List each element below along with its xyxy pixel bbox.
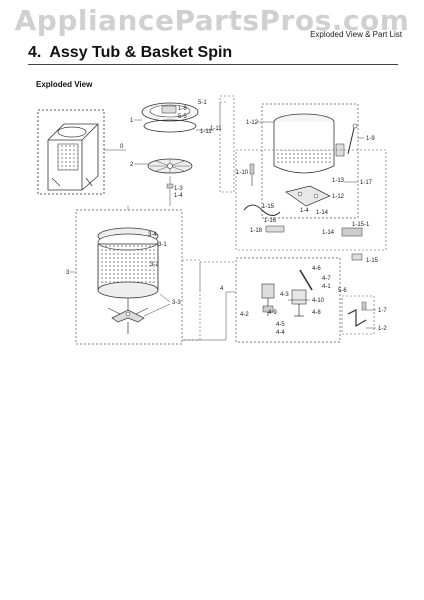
callout-1-16: 1-16	[264, 218, 277, 224]
callout-1-11b: 1-11	[210, 126, 222, 132]
drive-box	[235, 257, 341, 343]
callout-1-17: 1-17	[360, 180, 373, 186]
tub-cover-gasket	[143, 119, 197, 133]
callout-1-3: 1-3	[174, 186, 183, 192]
callout-4-3: 4-3	[280, 292, 289, 298]
callout-1-8: 1-8	[178, 106, 187, 112]
leg-bracket-assembly	[341, 295, 375, 335]
callout-1-15: 1-15	[262, 204, 275, 210]
callout-1-14: 1-14	[316, 210, 329, 216]
heater-element	[341, 227, 363, 237]
clutch-gear	[291, 289, 307, 305]
callout-4: 4	[220, 286, 224, 292]
callout-1-4b: 1-4	[300, 208, 309, 214]
outer-tub-box	[261, 103, 359, 219]
callout-1-9: 1-9	[366, 136, 375, 142]
callout-2: 2	[130, 162, 134, 168]
callout-1-14b: 1-14	[322, 230, 335, 236]
page-title: 4. Assy Tub & Basket Spin	[28, 44, 232, 62]
motor-pulley	[261, 283, 275, 299]
header-note: Exploded View & Part List	[310, 30, 402, 39]
outer-tub	[261, 103, 359, 219]
callout-3-3: 3-3	[172, 300, 181, 306]
callout-3: 3	[66, 270, 70, 276]
tub-cover	[141, 102, 199, 133]
washer-tub	[57, 143, 79, 171]
callout-4-9: 4-9	[268, 310, 277, 316]
callout-4-10: 4-10	[312, 298, 325, 304]
callout-1-2: 1-2	[378, 326, 387, 332]
basket-box	[75, 209, 183, 345]
callout-5-6: 5-6	[338, 288, 347, 294]
drain-hose-clamp	[352, 123, 358, 129]
tub-base-plate	[285, 185, 331, 207]
callout-1-18: 1-18	[250, 228, 263, 234]
basket-assembly	[75, 209, 183, 345]
callout-3-2: 3-2	[150, 262, 159, 268]
drive-assembly	[235, 257, 341, 343]
callout-5-1: 5-1	[198, 100, 207, 106]
section-number: 4.	[28, 44, 42, 61]
callout-1-13: 1-13	[332, 178, 345, 184]
washer-overview	[37, 109, 105, 195]
leg-bracket	[347, 309, 367, 328]
callout-4-1: 4-1	[322, 284, 331, 290]
callout-4-6: 4-6	[312, 266, 321, 272]
exploded-view-label: Exploded View	[36, 80, 93, 89]
callout-1-12: 1-12	[246, 120, 259, 126]
overview-box	[37, 109, 105, 195]
callout-1: 1	[130, 118, 134, 124]
callout-1-4: 1-4	[174, 193, 183, 199]
callout-1-15b: 1-15	[366, 258, 379, 264]
pulsator	[147, 158, 193, 174]
callout-1-15-1: 1-15-1	[352, 222, 370, 228]
drain-bracket-assembly	[235, 149, 387, 261]
callout-4-8: 4-8	[312, 310, 321, 316]
callout-5-5: 5-5	[178, 114, 187, 120]
drain-clip	[265, 225, 285, 233]
sensor	[351, 253, 363, 261]
washer-lid-opening	[57, 126, 87, 138]
title-rule	[28, 64, 398, 65]
callout-3-1: 3-1	[158, 242, 167, 248]
callout-4-4: 4-4	[276, 330, 285, 336]
callout-3-4: 3-4	[148, 232, 157, 238]
callout-1-7: 1-7	[378, 308, 387, 314]
section-title: Assy Tub & Basket Spin	[49, 44, 233, 61]
callout-0: 0	[120, 144, 124, 150]
callout-1-11: 1-11	[200, 129, 212, 135]
callout-1-10: 1-10	[236, 170, 249, 176]
callout-4-5: 4-5	[276, 322, 285, 328]
callout-1-12b: 1-12	[332, 194, 345, 200]
drain-hose	[243, 204, 281, 216]
drive-belt	[299, 269, 313, 291]
callout-4-7: 4-7	[322, 276, 331, 282]
callout-4-2: 4-2	[240, 312, 249, 318]
